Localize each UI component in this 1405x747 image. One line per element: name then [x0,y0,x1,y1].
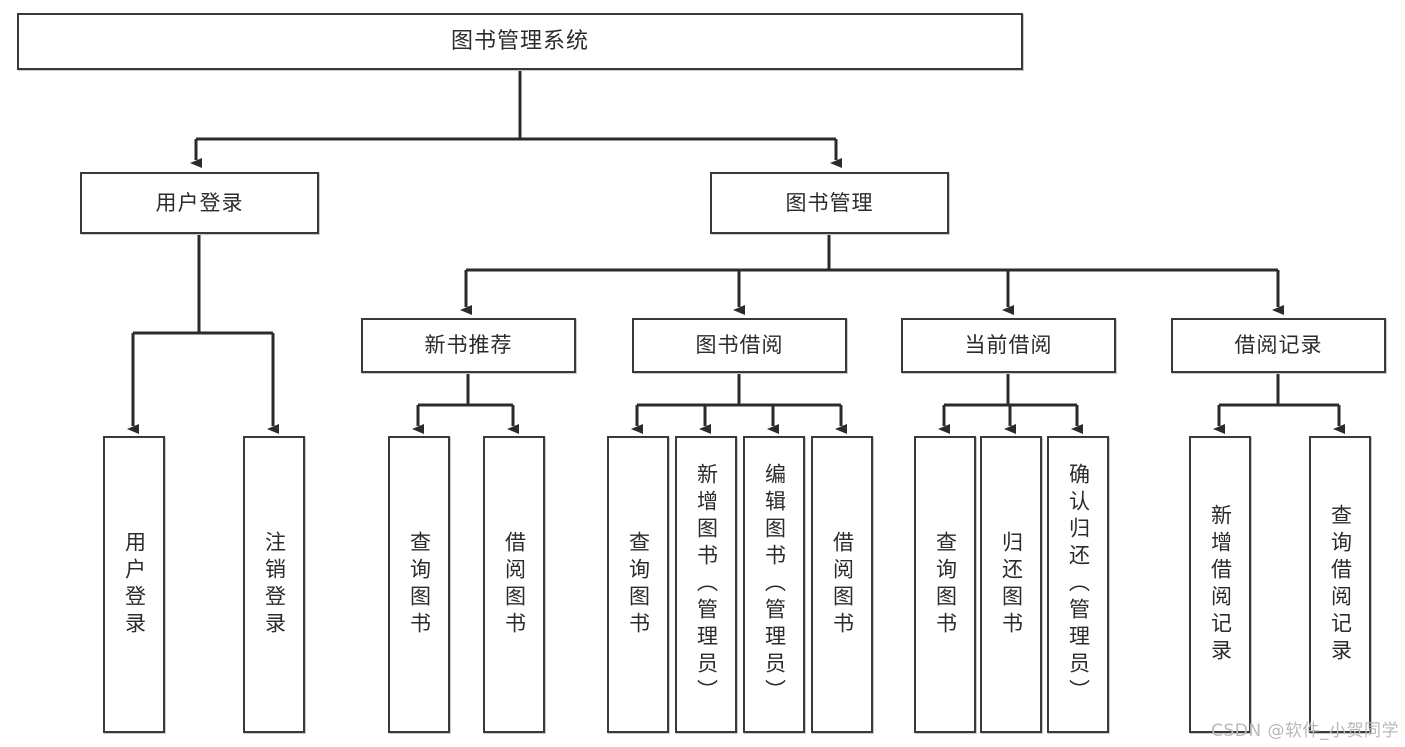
node-label: 借阅图书 [830,530,855,639]
watermark: CSDN @软件_小贺同学 [1211,721,1399,741]
node-label: 当前借阅 [964,333,1053,357]
node-user-login[interactable]: 用户登录 [80,172,319,234]
leaf-record-query-record[interactable]: 查询借阅记录 [1309,436,1371,733]
node-label: 归还图书 [999,530,1024,639]
node-label: 用户登录 [122,530,147,639]
node-label: 查询图书 [933,530,958,639]
leaf-recommend-query-book[interactable]: 查询图书 [388,436,450,733]
node-label: 图书借阅 [695,333,784,357]
node-label: 图书管理 [785,190,874,215]
leaf-user-login[interactable]: 用户登录 [103,436,165,733]
node-book-management[interactable]: 图书管理 [710,172,949,234]
node-new-book-recommend[interactable]: 新书推荐 [361,318,576,373]
node-book-borrow[interactable]: 图书借阅 [632,318,847,373]
node-label: 借阅图书 [502,530,527,639]
node-label: 查询图书 [626,530,651,639]
node-label: 图书管理系统 [450,28,589,54]
node-label: 用户登录 [155,190,244,215]
leaf-recommend-borrow-book[interactable]: 借阅图书 [483,436,545,733]
node-label: 借阅记录 [1234,333,1323,357]
node-borrow-record[interactable]: 借阅记录 [1171,318,1386,373]
leaf-current-return-book[interactable]: 归还图书 [980,436,1042,733]
leaf-user-logout[interactable]: 注销登录 [243,436,305,733]
node-label: 注销登录 [262,530,287,639]
node-label: 新增图书（管理员） [694,463,719,706]
leaf-borrow-borrow-book[interactable]: 借阅图书 [811,436,873,733]
node-label: 新增借阅记录 [1208,503,1233,666]
node-label: 编辑图书（管理员） [762,463,787,706]
node-label: 确认归还（管理员） [1066,463,1091,706]
leaf-current-query-book[interactable]: 查询图书 [914,436,976,733]
node-label: 查询图书 [407,530,432,639]
node-root-system[interactable]: 图书管理系统 [17,13,1023,70]
leaf-borrow-query-book[interactable]: 查询图书 [607,436,669,733]
node-current-borrow[interactable]: 当前借阅 [901,318,1116,373]
node-label: 新书推荐 [424,333,513,357]
leaf-borrow-add-book-admin[interactable]: 新增图书（管理员） [675,436,737,733]
node-label: 查询借阅记录 [1328,503,1353,666]
leaf-record-add-record[interactable]: 新增借阅记录 [1189,436,1251,733]
leaf-current-confirm-return-admin[interactable]: 确认归还（管理员） [1047,436,1109,733]
leaf-borrow-edit-book-admin[interactable]: 编辑图书（管理员） [743,436,805,733]
